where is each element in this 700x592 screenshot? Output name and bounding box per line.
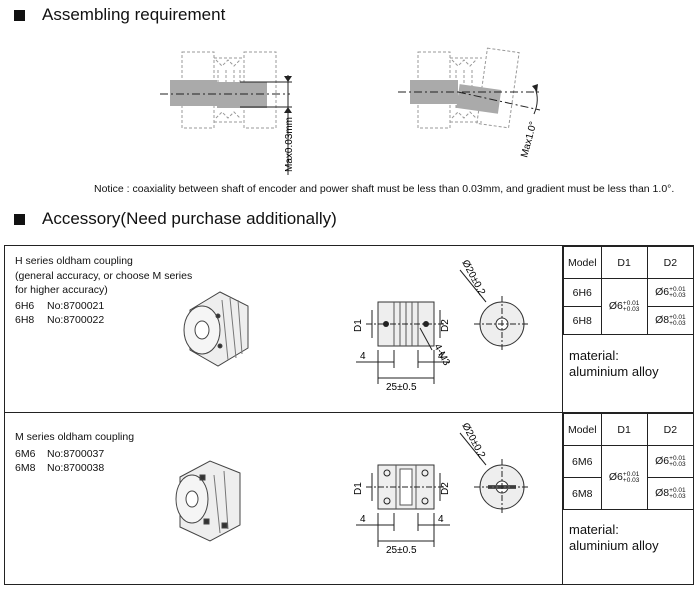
material-label: material: <box>569 348 619 363</box>
assembling-diagram: Max0.03mm Max1.0° <box>160 47 541 175</box>
h-series-drawing: D1 D2 4-M3 4 4 25±0.5 Ø20±0.2 <box>183 258 530 393</box>
table-header: D1 <box>600 413 648 446</box>
max-coax-label: Max0.03mm <box>284 117 295 172</box>
table-cell-d2: Ø8+0.01+0.03 <box>646 306 695 335</box>
m-d1-label: D1 <box>353 482 364 495</box>
m-d2-label: D2 <box>440 482 451 495</box>
material-value: aluminium alloy <box>569 538 659 553</box>
table-header: D2 <box>646 246 695 279</box>
table-header: D1 <box>600 246 648 279</box>
h-desc-line: (general accuracy, or choose M series <box>15 269 193 282</box>
m-seg2-label: 4 <box>438 514 444 525</box>
accessory-title: Accessory(Need purchase additionally) <box>42 209 337 228</box>
notice-text: Notice : coaxiality between shaft of enc… <box>94 183 675 195</box>
h-material: material: aluminium alloy <box>569 348 659 380</box>
table-header: Model <box>563 246 602 279</box>
accessory-frame <box>4 245 694 585</box>
table-cell-model: 6M6 <box>563 445 602 478</box>
m-coupling-3d-icon <box>175 460 241 542</box>
table-header: D2 <box>646 413 695 446</box>
h-diameter-label: Ø20±0.2 <box>459 258 487 297</box>
table-cell-d2: Ø6+0.01+0.03 <box>646 278 695 307</box>
assembling-title: Assembling requirement <box>42 5 226 24</box>
max-angle-label: Max1.0° <box>519 120 539 158</box>
table-cell-d2: Ø6+0.01+0.03 <box>646 445 695 478</box>
m-diameter-label: Ø20±0.2 <box>459 421 487 460</box>
h-desc-line: H series oldham coupling <box>15 255 133 267</box>
h-seg1-label: 4 <box>360 351 366 362</box>
h-coupling-3d-icon <box>183 291 249 367</box>
m-series-drawing: D1 D2 4 4 25±0.5 Ø20±0.2 <box>175 421 530 556</box>
m-spec-table: Model D1 D2 6M6 Ø6+0.01+0.03 Ø6+0.01+0.0… <box>563 413 695 510</box>
m-desc-line: M series oldham coupling <box>15 431 135 443</box>
material-label: material: <box>569 522 619 537</box>
m-length-label: 25±0.5 <box>386 545 417 556</box>
h-d2-label: D2 <box>440 319 451 332</box>
h-seg2-label: 4 <box>438 351 444 362</box>
table-cell-model: 6H8 <box>563 306 602 335</box>
section-bullet-icon <box>14 10 25 21</box>
table-column-divider <box>562 413 563 585</box>
h-desc-line: for higher accuracy) <box>15 284 108 296</box>
h-series-desc: H series oldham coupling (general accura… <box>15 254 192 328</box>
table-cell-model: 6M8 <box>563 477 602 510</box>
table-column-divider <box>562 246 563 412</box>
table-cell-d1: Ø6+0.01+0.03 <box>600 445 648 510</box>
section-bullet-icon <box>14 214 25 225</box>
h-length-label: 25±0.5 <box>386 382 417 393</box>
table-cell-d1: Ø6+0.01+0.03 <box>600 278 648 335</box>
row-divider <box>4 412 694 413</box>
m-material: material: aluminium alloy <box>569 522 659 554</box>
h-d1-label: D1 <box>353 319 364 332</box>
m-seg1-label: 4 <box>360 514 366 525</box>
h-spec-table: Model D1 D2 6H6 Ø6+0.01+0.03 Ø6+0.01+0.0… <box>563 246 695 335</box>
table-cell-d2: Ø8+0.01+0.03 <box>646 477 695 510</box>
table-header: Model <box>563 413 602 446</box>
material-value: aluminium alloy <box>569 364 659 379</box>
table-cell-model: 6H6 <box>563 278 602 307</box>
